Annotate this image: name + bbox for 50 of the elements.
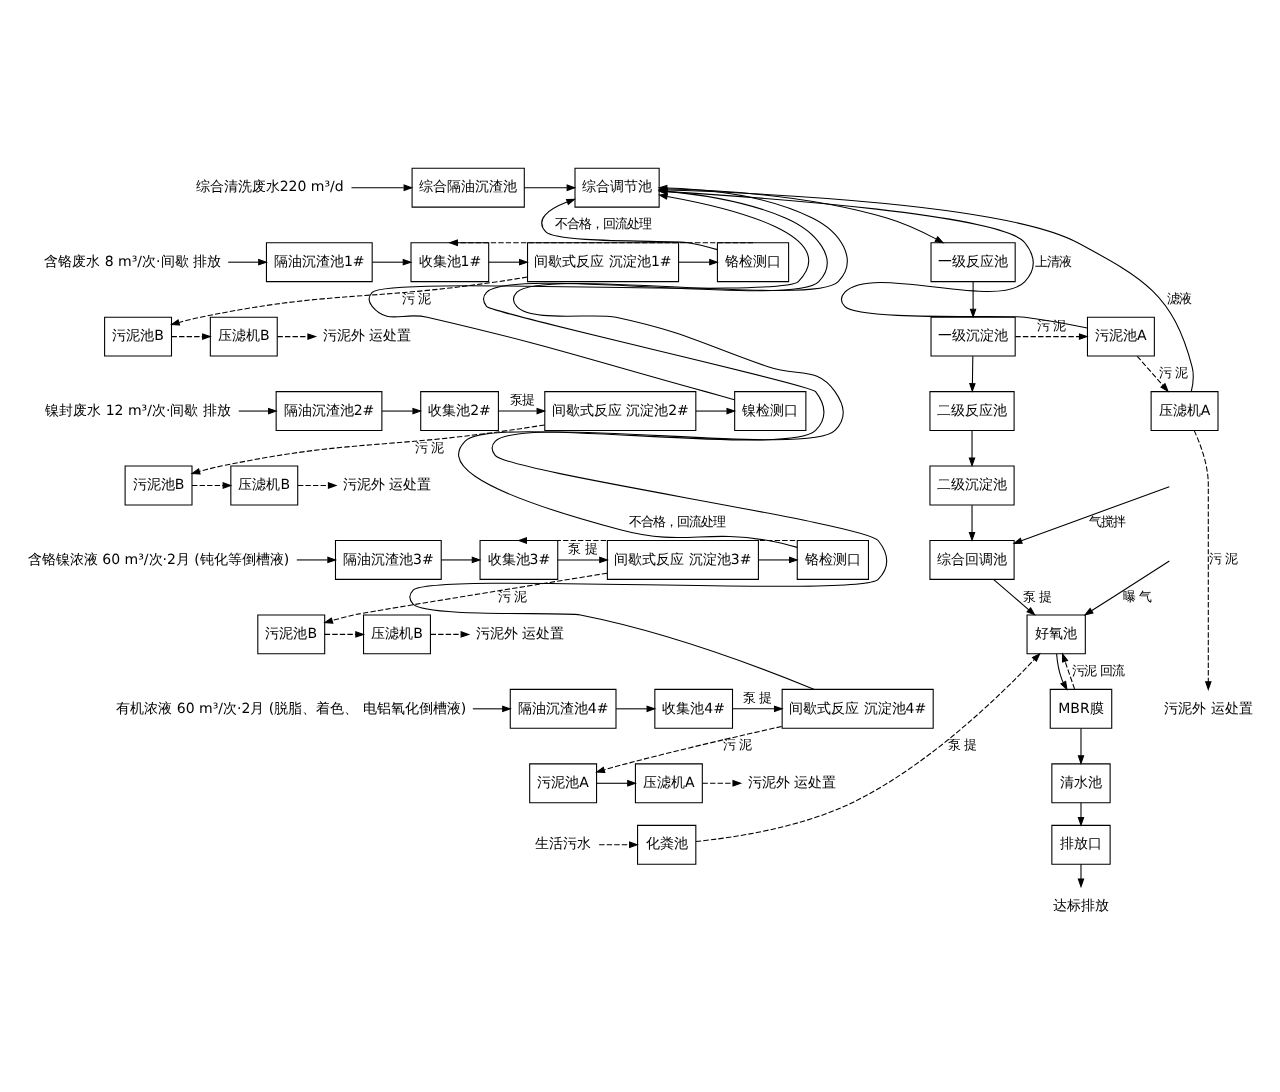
arrow [1077,801,1085,826]
arrow [968,503,976,541]
arrow [296,555,338,563]
arrow [430,630,471,637]
arrow [497,406,547,414]
arrow [350,183,414,191]
arrow [238,406,278,414]
arrow [191,481,233,488]
arrow [1014,332,1089,340]
arrow [381,406,423,414]
arrow [517,536,834,543]
arrow [993,578,1036,615]
arrow [1012,485,1170,543]
arrow [701,778,743,786]
arrow [488,257,529,265]
arrow [227,257,268,265]
arrow [368,192,810,400]
arrow [523,183,577,191]
arrow [598,840,639,848]
arrow [448,238,754,246]
arrow [170,275,528,325]
arrow [276,332,318,340]
arrow [440,555,482,563]
arrow [297,481,338,488]
arrow [472,704,512,712]
arrow [541,197,718,250]
arrow [596,778,637,786]
arrow [732,704,784,712]
arrow [1077,862,1085,888]
arrow [1056,652,1068,690]
arrow [1136,354,1170,392]
arrow [615,704,657,712]
arrow [595,724,783,772]
arrow [371,257,413,265]
arrow [969,354,976,392]
arrow [678,257,719,265]
arrow [323,571,608,623]
arrow [695,406,737,414]
arrow [1083,559,1170,615]
arrow [170,332,212,340]
arrow [324,630,366,637]
arrow [968,429,976,467]
arrow [695,651,1041,841]
arrow [969,280,977,318]
arrow [190,423,546,474]
arrow [1193,429,1212,690]
arrow [757,555,799,563]
arrow [1061,651,1076,689]
arrow [1077,727,1085,765]
arrow [557,555,609,563]
